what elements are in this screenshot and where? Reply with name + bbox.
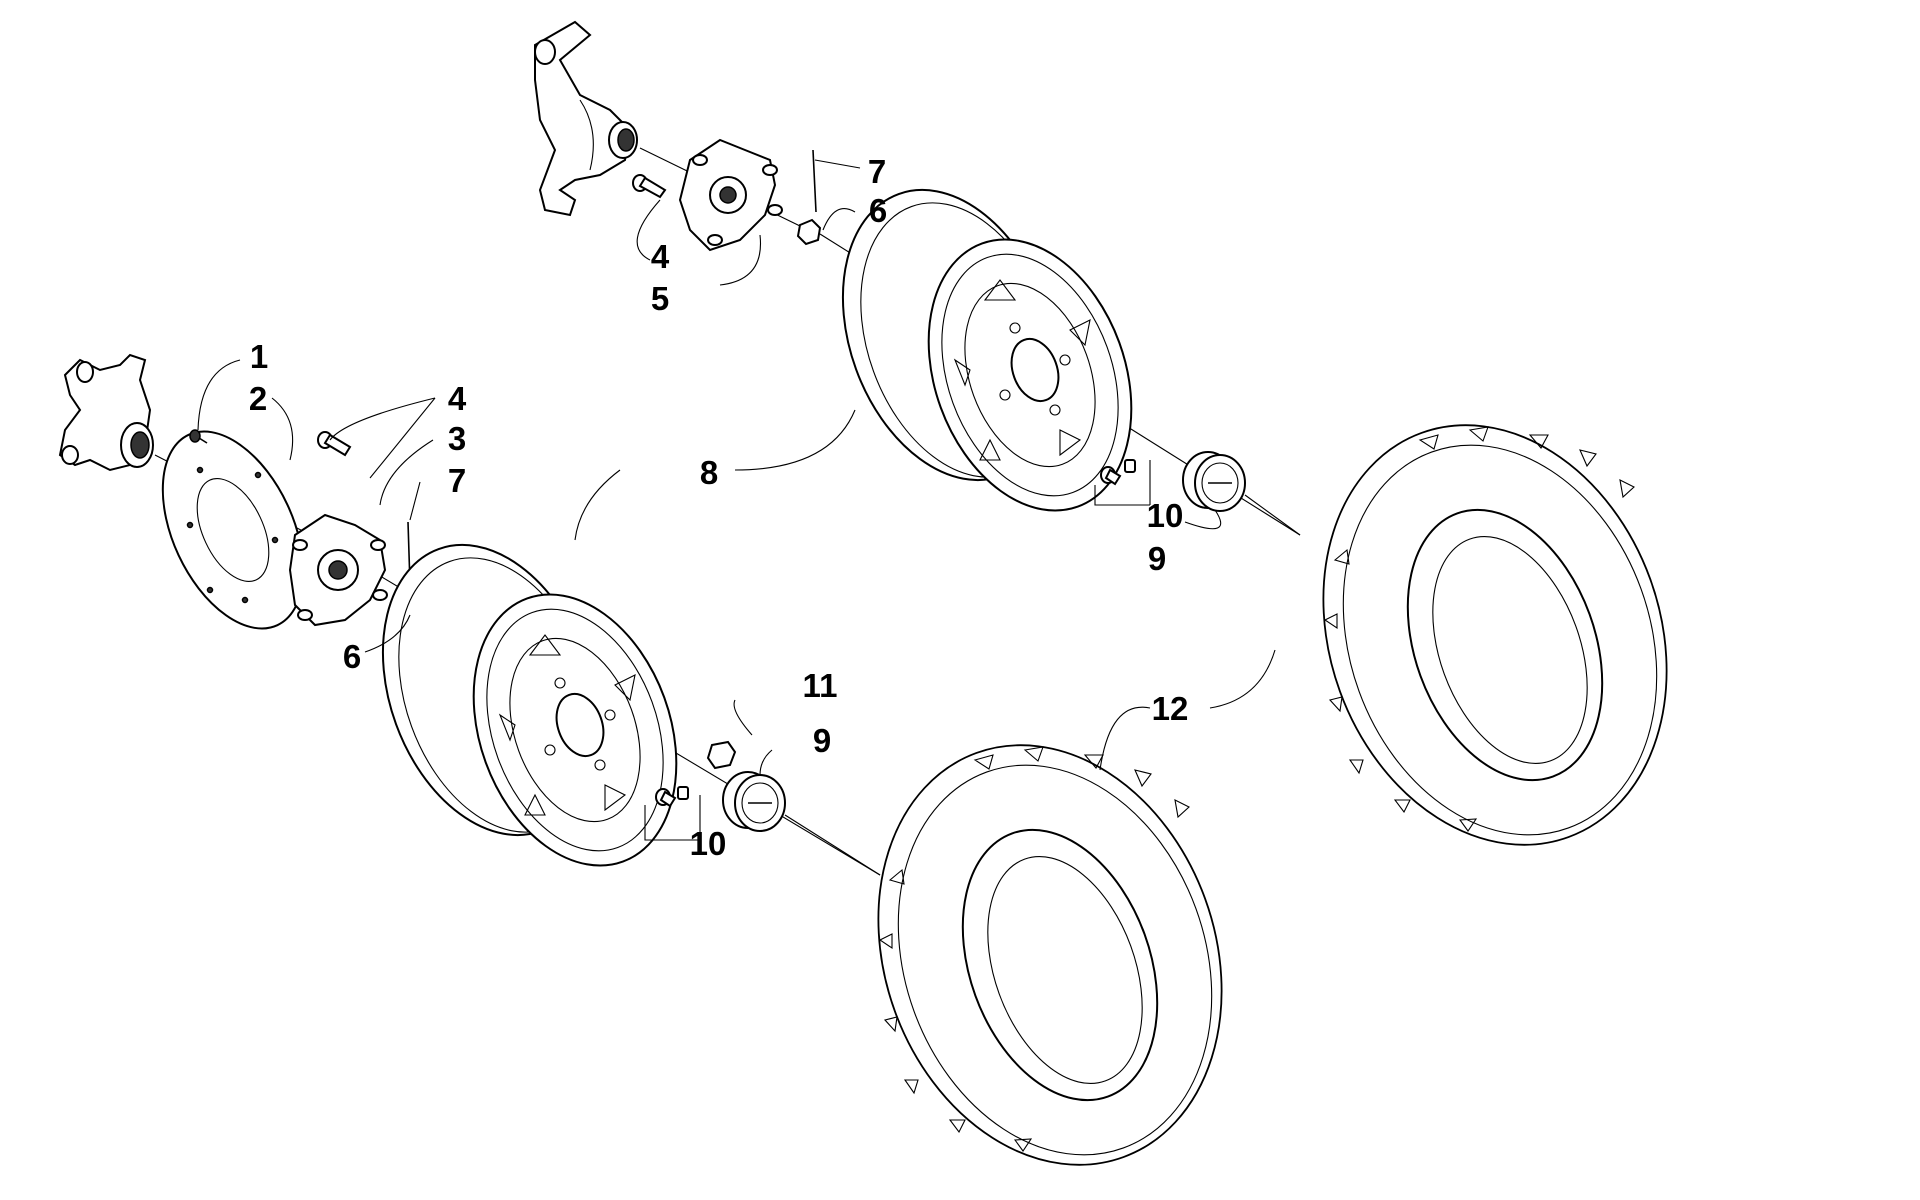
callout-6-lower: 6 xyxy=(343,638,361,675)
upper-valve-stem xyxy=(1100,459,1136,486)
callout-12: 12 xyxy=(1152,690,1189,727)
upper-wheel-rim xyxy=(841,188,1133,512)
upper-hub-cap xyxy=(1182,451,1301,536)
lower-valve-stem xyxy=(655,786,689,808)
callout-4-upper: 4 xyxy=(651,238,670,275)
callout-1: 1 xyxy=(250,338,268,375)
callout-3: 3 xyxy=(448,420,466,457)
lower-hub-cap xyxy=(722,771,881,876)
callout-10-lower: 10 xyxy=(690,825,727,862)
lug-nut xyxy=(706,740,737,770)
callout-10-upper: 10 xyxy=(1147,497,1184,534)
callout-8: 8 xyxy=(700,454,718,491)
callout-labels: 1 2 3 4 4 5 6 6 7 7 8 9 9 10 10 11 12 xyxy=(249,153,1189,862)
lower-tire xyxy=(877,744,1223,1166)
upper-tire xyxy=(1322,424,1668,846)
callout-4-lower: 4 xyxy=(448,380,467,417)
upper-hub-nut xyxy=(796,218,822,246)
brake-disc xyxy=(161,430,305,630)
callout-9-lower: 9 xyxy=(813,722,831,759)
upper-wheel-stud xyxy=(632,174,667,199)
leader-lines xyxy=(197,159,1276,841)
callout-5: 5 xyxy=(651,280,669,317)
lower-steering-knuckle xyxy=(58,353,154,472)
callout-9-upper: 9 xyxy=(1148,540,1166,577)
brake-disc-screw xyxy=(189,429,208,444)
lower-wheel-hub xyxy=(288,513,388,627)
upper-wheel-hub xyxy=(678,138,783,252)
upper-cotter-pin xyxy=(812,149,817,213)
upper-steering-knuckle xyxy=(534,20,638,217)
callout-7-upper: 7 xyxy=(868,153,886,190)
callout-6-upper: 6 xyxy=(869,192,887,229)
callout-2: 2 xyxy=(249,380,267,417)
lower-wheel-stud xyxy=(317,431,352,457)
lower-wheel-rim xyxy=(381,543,678,867)
callout-7-lower: 7 xyxy=(448,462,466,499)
callout-11: 11 xyxy=(803,667,838,704)
